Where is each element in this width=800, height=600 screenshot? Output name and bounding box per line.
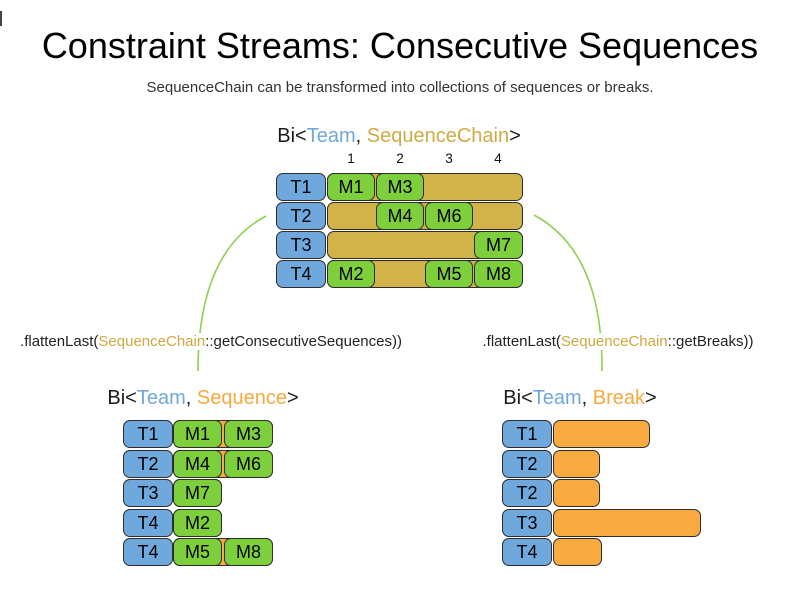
column-header-2: 2 xyxy=(396,151,404,166)
left-type-team: Team xyxy=(136,387,186,409)
right-transform-label: .flattenLast(SequenceChain::getBreaks)) xyxy=(479,333,757,350)
top-type-header: Bi<Team, SequenceChain> xyxy=(277,125,521,147)
right-transform-suffix: ::getBreaks)) xyxy=(667,333,754,350)
right-transform-prefix: .flattenLast( xyxy=(482,333,561,350)
team-cell: T4 xyxy=(502,538,552,566)
page-subtitle: SequenceChain can be transformed into co… xyxy=(146,79,654,96)
value-cell: M4 xyxy=(376,202,424,230)
team-cell: T1 xyxy=(123,420,173,448)
top-type-team: Team xyxy=(306,125,356,147)
team-cell: T3 xyxy=(276,231,326,259)
team-cell: T4 xyxy=(276,260,326,288)
column-header-1: 1 xyxy=(347,151,355,166)
column-header-3: 3 xyxy=(445,151,453,166)
right-type-header: Bi<Team, Break> xyxy=(503,387,656,409)
break-bar xyxy=(553,509,701,537)
right-transform-highlight: SequenceChain xyxy=(560,333,668,350)
value-cell: M7 xyxy=(173,479,222,507)
team-cell: T2 xyxy=(276,202,326,230)
value-cell: M8 xyxy=(224,538,273,566)
right-type-team: Team xyxy=(532,387,582,409)
team-cell: T2 xyxy=(123,450,173,478)
value-cell: M3 xyxy=(376,173,424,201)
left-type-prefix: Bi< xyxy=(107,387,137,409)
top-type-value: SequenceChain xyxy=(366,125,510,147)
break-bar xyxy=(553,450,600,478)
break-bar xyxy=(553,479,600,507)
value-cell: M4 xyxy=(173,450,222,478)
right-type-prefix: Bi< xyxy=(503,387,533,409)
top-type-suffix: > xyxy=(509,125,521,147)
team-cell: T1 xyxy=(502,420,552,448)
value-cell: M3 xyxy=(224,420,273,448)
team-cell: T4 xyxy=(123,509,173,537)
team-cell: T2 xyxy=(502,450,552,478)
break-bar xyxy=(553,420,650,448)
value-cell: M6 xyxy=(425,202,473,230)
page-title: Constraint Streams: Consecutive Sequence… xyxy=(41,25,759,66)
value-cell: M2 xyxy=(327,260,375,288)
top-type-prefix: Bi< xyxy=(277,125,307,147)
left-type-suffix: > xyxy=(286,387,299,409)
value-cell: M7 xyxy=(474,231,523,259)
value-cell: M1 xyxy=(173,420,222,448)
left-type-separator: , xyxy=(185,387,197,409)
right-type-value: Break xyxy=(592,387,646,409)
value-cell: M6 xyxy=(224,450,273,478)
right-type-suffix: > xyxy=(645,387,657,409)
team-cell: T2 xyxy=(502,479,552,507)
right-type-separator: , xyxy=(581,387,593,409)
value-cell: M5 xyxy=(173,538,222,566)
left-transform-highlight: SequenceChain xyxy=(98,333,206,350)
left-transform-label: .flattenLast(SequenceChain::getConsecuti… xyxy=(17,333,405,350)
left-transform-suffix: ::getConsecutiveSequences)) xyxy=(205,333,402,350)
left-transform-prefix: .flattenLast( xyxy=(20,333,99,350)
team-cell: T3 xyxy=(123,479,173,507)
value-cell: M2 xyxy=(173,509,222,537)
value-cell: M1 xyxy=(327,173,375,201)
left-type-value: Sequence xyxy=(196,387,287,409)
screen-edge-artifact xyxy=(0,11,2,26)
value-cell: M5 xyxy=(425,260,473,288)
break-bar xyxy=(553,538,602,566)
column-header-4: 4 xyxy=(494,151,502,166)
left-type-header: Bi<Team, Sequence> xyxy=(107,387,298,409)
team-cell: T3 xyxy=(502,509,552,537)
value-cell: M8 xyxy=(474,260,523,288)
top-type-separator: , xyxy=(355,125,367,147)
team-cell: T4 xyxy=(123,538,173,566)
team-cell: T1 xyxy=(276,173,326,201)
